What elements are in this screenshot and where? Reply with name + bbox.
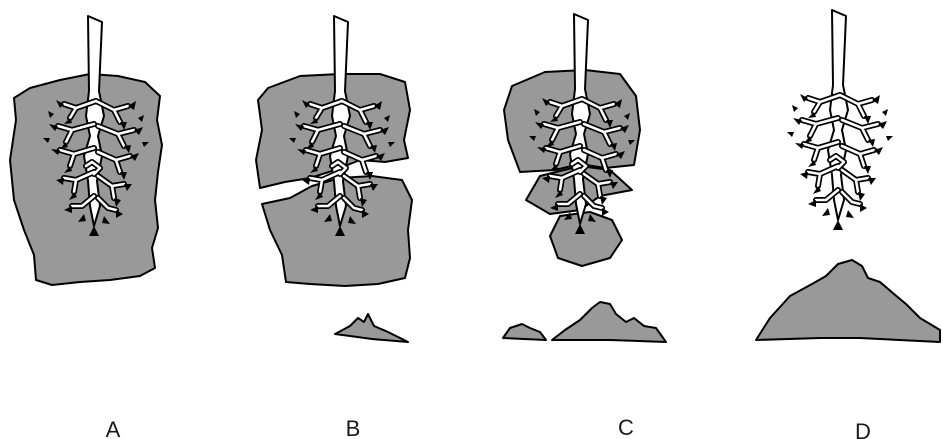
soil-heap [756,260,940,342]
soil-pile-small [503,324,546,340]
soil-lower-piece [550,212,622,266]
panel-b [256,16,412,342]
panel-label-b: B [346,416,361,439]
panel-c [503,14,666,342]
soil-pile [335,314,408,342]
panel-label-c: C [618,415,634,439]
panel-a [10,16,162,285]
panel-label-d: D [855,419,871,439]
panel-label-a: A [106,417,121,439]
soil-pile-large [552,302,666,342]
panel-d [756,10,940,342]
